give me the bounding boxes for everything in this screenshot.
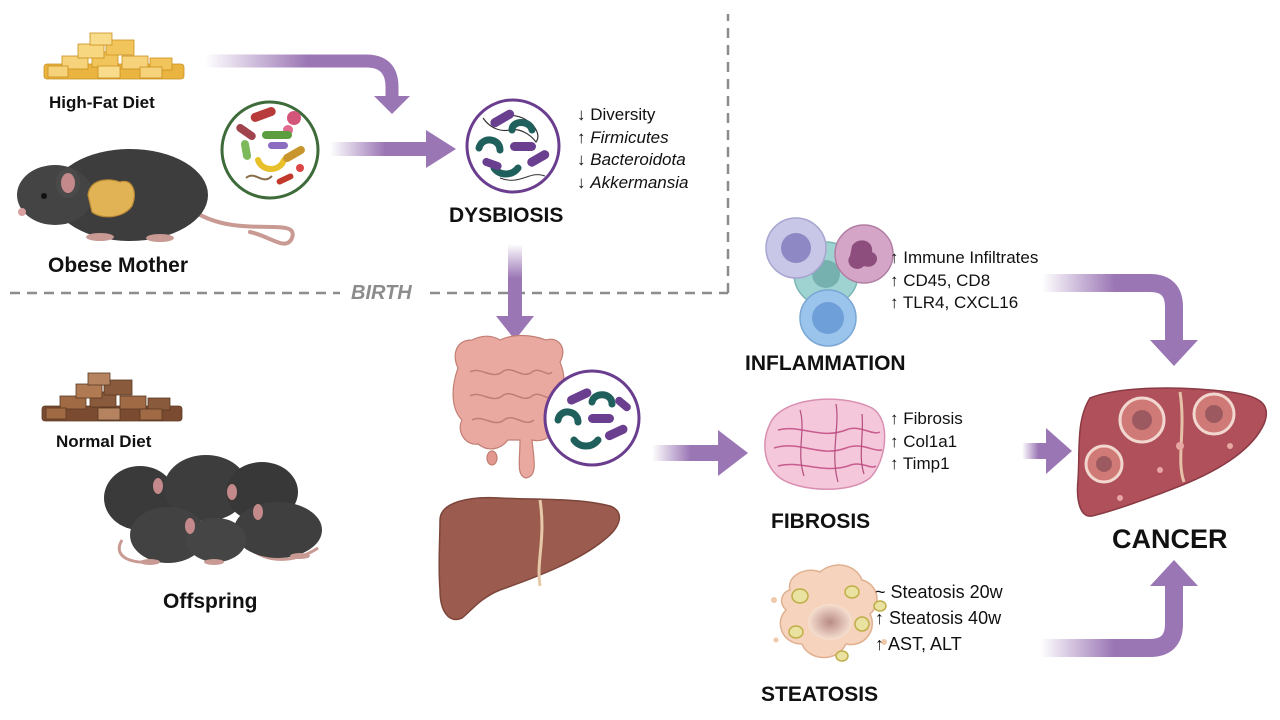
arrow-gut-to-liver-pathology bbox=[652, 430, 748, 476]
arrow-inflammation-to-cancer bbox=[1042, 274, 1198, 366]
inflammation-marker: ↑ TLR4, CXCL16 bbox=[890, 293, 1019, 312]
inflammation-marker: ↑ Immune Infiltrates bbox=[890, 248, 1039, 267]
dysbiosis-marker-list: ↓ Diversity ↑ Firmicutes ↓ Bacteroidota … bbox=[577, 104, 689, 194]
steatosis-cell-icon bbox=[771, 564, 887, 662]
high-fat-diet-label: High-Fat Diet bbox=[49, 93, 155, 112]
birth-divider bbox=[10, 14, 730, 295]
inflammation-marker-list: ↑ Immune Infiltrates ↑ CD45, CD8 ↑ TLR4,… bbox=[890, 247, 1038, 315]
arrow-steatosis-to-cancer bbox=[1040, 560, 1198, 657]
steatosis-marker: ↑ Steatosis 40w bbox=[875, 608, 1002, 628]
steatosis-label: STEATOSIS bbox=[761, 683, 879, 706]
dysbiosis-marker: ↑ Firmicutes bbox=[577, 127, 669, 147]
fibrosis-marker-list: ↑ Fibrosis ↑ Col1a1 ↑ Timp1 bbox=[890, 408, 963, 476]
arrow-diet-to-dysbiosis bbox=[205, 54, 410, 114]
fibrosis-label: FIBROSIS bbox=[771, 510, 871, 533]
normal-diet-label: Normal Diet bbox=[56, 432, 152, 451]
birth-label: BIRTH bbox=[351, 282, 412, 304]
gut-bacteria-icon bbox=[543, 369, 641, 467]
fibrosis-marker: ↑ Col1a1 bbox=[890, 431, 958, 451]
obese-mouse-icon bbox=[17, 149, 295, 246]
inflammation-marker: ↑ CD45, CD8 bbox=[890, 270, 991, 290]
fibrosis-marker: ↑ Fibrosis bbox=[890, 409, 963, 428]
cancer-label: CANCER bbox=[1112, 524, 1228, 554]
fibrosis-tissue-icon bbox=[764, 398, 886, 490]
offspring-label: Offspring bbox=[163, 590, 258, 613]
dysbiosis-bacteria-icon bbox=[465, 98, 561, 194]
microbiota-icon bbox=[220, 100, 320, 200]
dysbiosis-marker: ↓ Diversity bbox=[577, 105, 656, 124]
immune-cells-icon bbox=[765, 217, 894, 347]
obese-mother-label: Obese Mother bbox=[48, 254, 189, 277]
arrow-microbiota-to-dysbiosis bbox=[330, 130, 456, 168]
steatosis-marker: ~ Steatosis 20w bbox=[875, 582, 1003, 602]
steatosis-marker: ↑ AST, ALT bbox=[875, 634, 962, 654]
intestine-icon bbox=[452, 334, 565, 479]
offspring-mice-icon bbox=[104, 455, 322, 565]
fibrosis-marker: ↑ Timp1 bbox=[890, 454, 950, 473]
arrow-fibrosis-to-cancer bbox=[1022, 428, 1072, 474]
high-fat-food-icon bbox=[43, 32, 185, 80]
normal-food-icon bbox=[41, 372, 183, 422]
cancer-liver-icon bbox=[1076, 387, 1268, 517]
dysbiosis-marker: ↓ Akkermansia bbox=[577, 172, 689, 192]
dysbiosis-label: DYSBIOSIS bbox=[449, 204, 564, 227]
dysbiosis-marker: ↓ Bacteroidota bbox=[577, 150, 686, 169]
inflammation-label: INFLAMMATION bbox=[745, 352, 906, 375]
steatosis-marker-list: ~ Steatosis 20w ↑ Steatosis 40w ↑ AST, A… bbox=[875, 579, 1003, 657]
liver-icon bbox=[438, 496, 621, 621]
arrow-birth-to-gut bbox=[496, 244, 534, 340]
